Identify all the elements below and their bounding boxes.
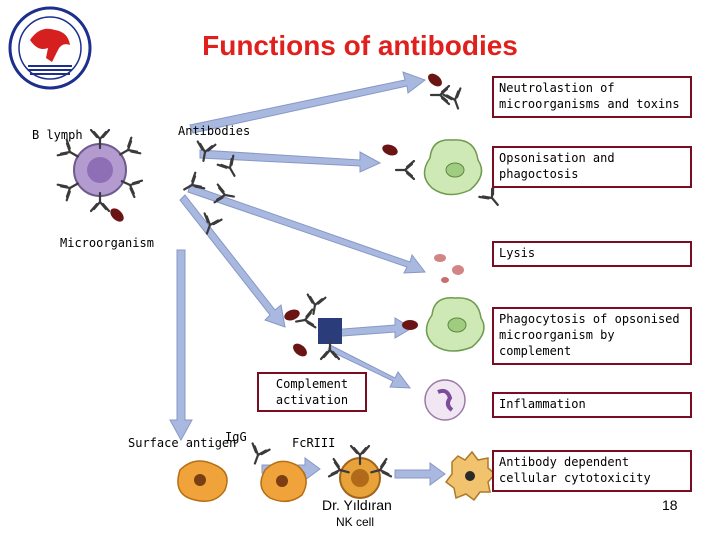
arrow-to-complement bbox=[179, 194, 286, 328]
label-nk-cell: NK cell bbox=[336, 515, 375, 529]
footer-author: Dr. Yıldıran bbox=[322, 497, 392, 513]
complement-illustration bbox=[282, 293, 342, 361]
label-b-lymph: B lymph bbox=[32, 128, 83, 142]
flow-arrows bbox=[169, 71, 446, 486]
arrow-to-opsonisation bbox=[199, 149, 382, 173]
label-fcriii: FcRIII bbox=[292, 436, 336, 450]
function-box-phagocytosis-complement: Phagocytosis of opsonised microorganism … bbox=[492, 307, 692, 365]
arrow-to-neutralisation bbox=[189, 71, 427, 134]
neutralisation-illustration bbox=[425, 71, 468, 113]
function-box-neutralisation: Neutrolastion of microorganisms and toxi… bbox=[492, 76, 692, 118]
function-box-adcc: Antibody dependent cellular cytotoxicity bbox=[492, 450, 692, 492]
university-logo-icon bbox=[8, 6, 92, 90]
arrow-to-inflammation bbox=[327, 344, 412, 389]
label-microorganism: Microorganism bbox=[60, 236, 154, 250]
function-box-complement-activation: Complement activation bbox=[257, 372, 367, 412]
arrow-to-phagocytosis bbox=[329, 317, 413, 339]
target-cell-icon bbox=[177, 442, 307, 503]
page-number: 18 bbox=[662, 497, 678, 513]
phagocytosis-complement-illustration bbox=[402, 297, 485, 352]
microorganism-icon bbox=[107, 205, 127, 225]
nk-cell-icon bbox=[327, 444, 393, 499]
adcc-target-icon bbox=[444, 450, 497, 502]
arrow-to-surface-antigen bbox=[169, 249, 193, 442]
arrow-to-adcc bbox=[394, 462, 446, 486]
label-igg: IgG bbox=[225, 430, 247, 444]
mast-cell-icon bbox=[424, 379, 466, 421]
page-title: Functions of antibodies bbox=[202, 30, 518, 61]
function-box-opsonisation: Opsonisation and phagoctosis bbox=[492, 146, 692, 188]
opsonisation-illustration bbox=[380, 139, 506, 212]
function-box-inflammation: Inflammation bbox=[492, 392, 692, 418]
label-antibodies: Antibodies bbox=[178, 124, 251, 138]
arrow-to-lysis bbox=[187, 184, 426, 274]
lysis-illustration bbox=[434, 254, 464, 283]
label-surface-antigen: Surface antigen bbox=[128, 436, 237, 450]
function-box-lysis: Lysis bbox=[492, 241, 692, 267]
b-cell-icon bbox=[56, 128, 144, 213]
